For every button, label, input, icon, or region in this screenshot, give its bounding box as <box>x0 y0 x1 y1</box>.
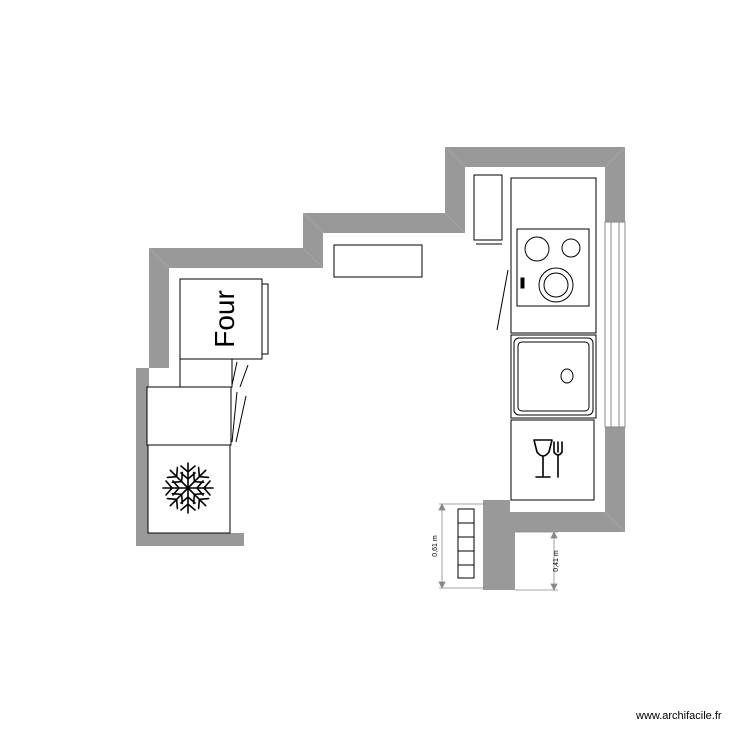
dishwasher-cabinet <box>510 419 595 501</box>
door-swing-2 <box>239 364 249 388</box>
wall-top-right <box>445 147 625 167</box>
radiator <box>457 508 475 579</box>
sink-drain <box>560 368 574 384</box>
dimension-left <box>438 503 485 589</box>
control-knob <box>520 277 525 289</box>
dimension-right-label: 0,41 m <box>553 550 560 572</box>
counter-unit-left <box>146 386 232 446</box>
burner-large-bottom-inner <box>543 272 569 298</box>
small-cabinet <box>179 358 233 388</box>
snowflake-icon <box>162 462 214 514</box>
wall-top-left <box>149 248 323 268</box>
tall-cabinet <box>473 174 503 245</box>
wall-top-middle <box>303 213 465 233</box>
sink-unit <box>510 334 597 419</box>
watermark: www.archifacile.fr <box>636 710 722 722</box>
wall-step-right <box>445 147 465 233</box>
door-swing-4 <box>235 395 247 443</box>
window-right-wall <box>604 221 626 428</box>
wall-right-lower <box>605 427 625 532</box>
wall-shelf-unit <box>333 244 423 278</box>
oven-label: Four <box>209 290 240 348</box>
cooktop-door-swing <box>496 269 509 331</box>
wall-step-left <box>303 213 323 268</box>
wall-left-upper <box>149 248 169 368</box>
left-units <box>146 278 269 534</box>
burner-large-top <box>524 236 550 262</box>
door-swing-1 <box>231 361 238 386</box>
snowflake-arm <box>180 462 196 489</box>
wall-left-lower <box>136 368 149 546</box>
walls <box>136 147 625 590</box>
sink-basin-inner <box>517 341 590 412</box>
dimension-right <box>515 531 558 591</box>
wine-glass-fork-icon <box>533 439 563 478</box>
oven-unit <box>179 278 263 360</box>
burner-small-top <box>561 238 581 258</box>
dishwasher-unit <box>510 419 595 501</box>
dimension-left-label: 0,61 m <box>432 535 439 557</box>
wall-right-upper <box>605 147 625 222</box>
oven-door <box>261 283 269 355</box>
wall-bottom-left <box>136 533 244 546</box>
wall-bottom-right <box>510 512 625 532</box>
door-swing-3 <box>231 391 238 443</box>
wall-doorway-pier <box>483 500 515 590</box>
cooktop-unit <box>496 177 597 334</box>
